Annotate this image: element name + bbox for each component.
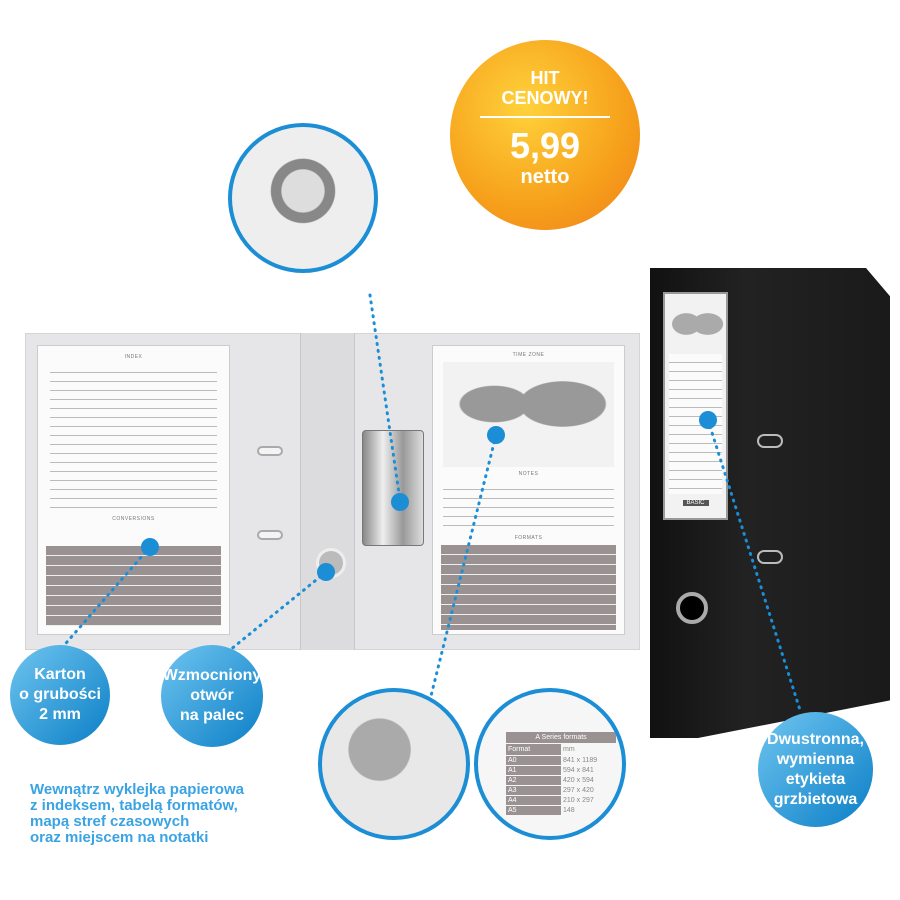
label-map <box>665 294 726 354</box>
index-lines <box>50 364 217 512</box>
ring-hole <box>757 434 783 448</box>
price-badge-line2: CENOWY! <box>501 88 589 108</box>
index-title: INDEX <box>124 354 143 360</box>
marker-dot <box>487 426 505 444</box>
connector-otwor <box>228 570 328 652</box>
marker-dot <box>317 563 335 581</box>
marker-dot <box>391 493 409 511</box>
timezone-title: TIME ZONE <box>512 352 545 358</box>
connector-mechanism <box>368 293 402 502</box>
formats-table <box>441 545 616 630</box>
conversions-table <box>46 546 221 626</box>
notes-title: NOTES <box>518 471 539 477</box>
price-badge: HIT CENOWY! 5,99 netto <box>450 40 640 230</box>
price-unit: netto <box>520 166 570 188</box>
formats-zoom-title: A Series formats <box>506 732 616 743</box>
connector-karton <box>58 545 152 652</box>
ring-hole <box>257 446 283 456</box>
formats-title: FORMATS <box>514 535 543 541</box>
price-badge-line1: HIT <box>530 68 560 88</box>
price-divider <box>480 116 610 118</box>
world-map <box>443 362 614 467</box>
marker-dot <box>141 538 159 556</box>
header-format: Format <box>506 744 561 755</box>
header-mm: mm <box>563 746 575 753</box>
conversions-title: CONVERSIONS <box>112 516 155 522</box>
map-zoom <box>318 688 470 840</box>
finger-hole <box>676 592 708 624</box>
brand-label: BASIC <box>682 500 709 506</box>
lever-mechanism <box>362 430 424 546</box>
binder-spine-inside <box>300 333 355 650</box>
price-value: 5,99 <box>509 125 581 166</box>
ring-hole <box>757 550 783 564</box>
marker-dot <box>699 411 717 429</box>
info-sheet: TIME ZONE NOTES FORMATS <box>432 345 625 635</box>
ring-hole <box>257 530 283 540</box>
index-sheet: INDEX CONVERSIONS <box>37 345 230 635</box>
connector-map <box>428 433 498 702</box>
notes-lines <box>443 481 614 531</box>
mechanism-zoom <box>228 123 378 273</box>
connector-label <box>706 418 802 712</box>
